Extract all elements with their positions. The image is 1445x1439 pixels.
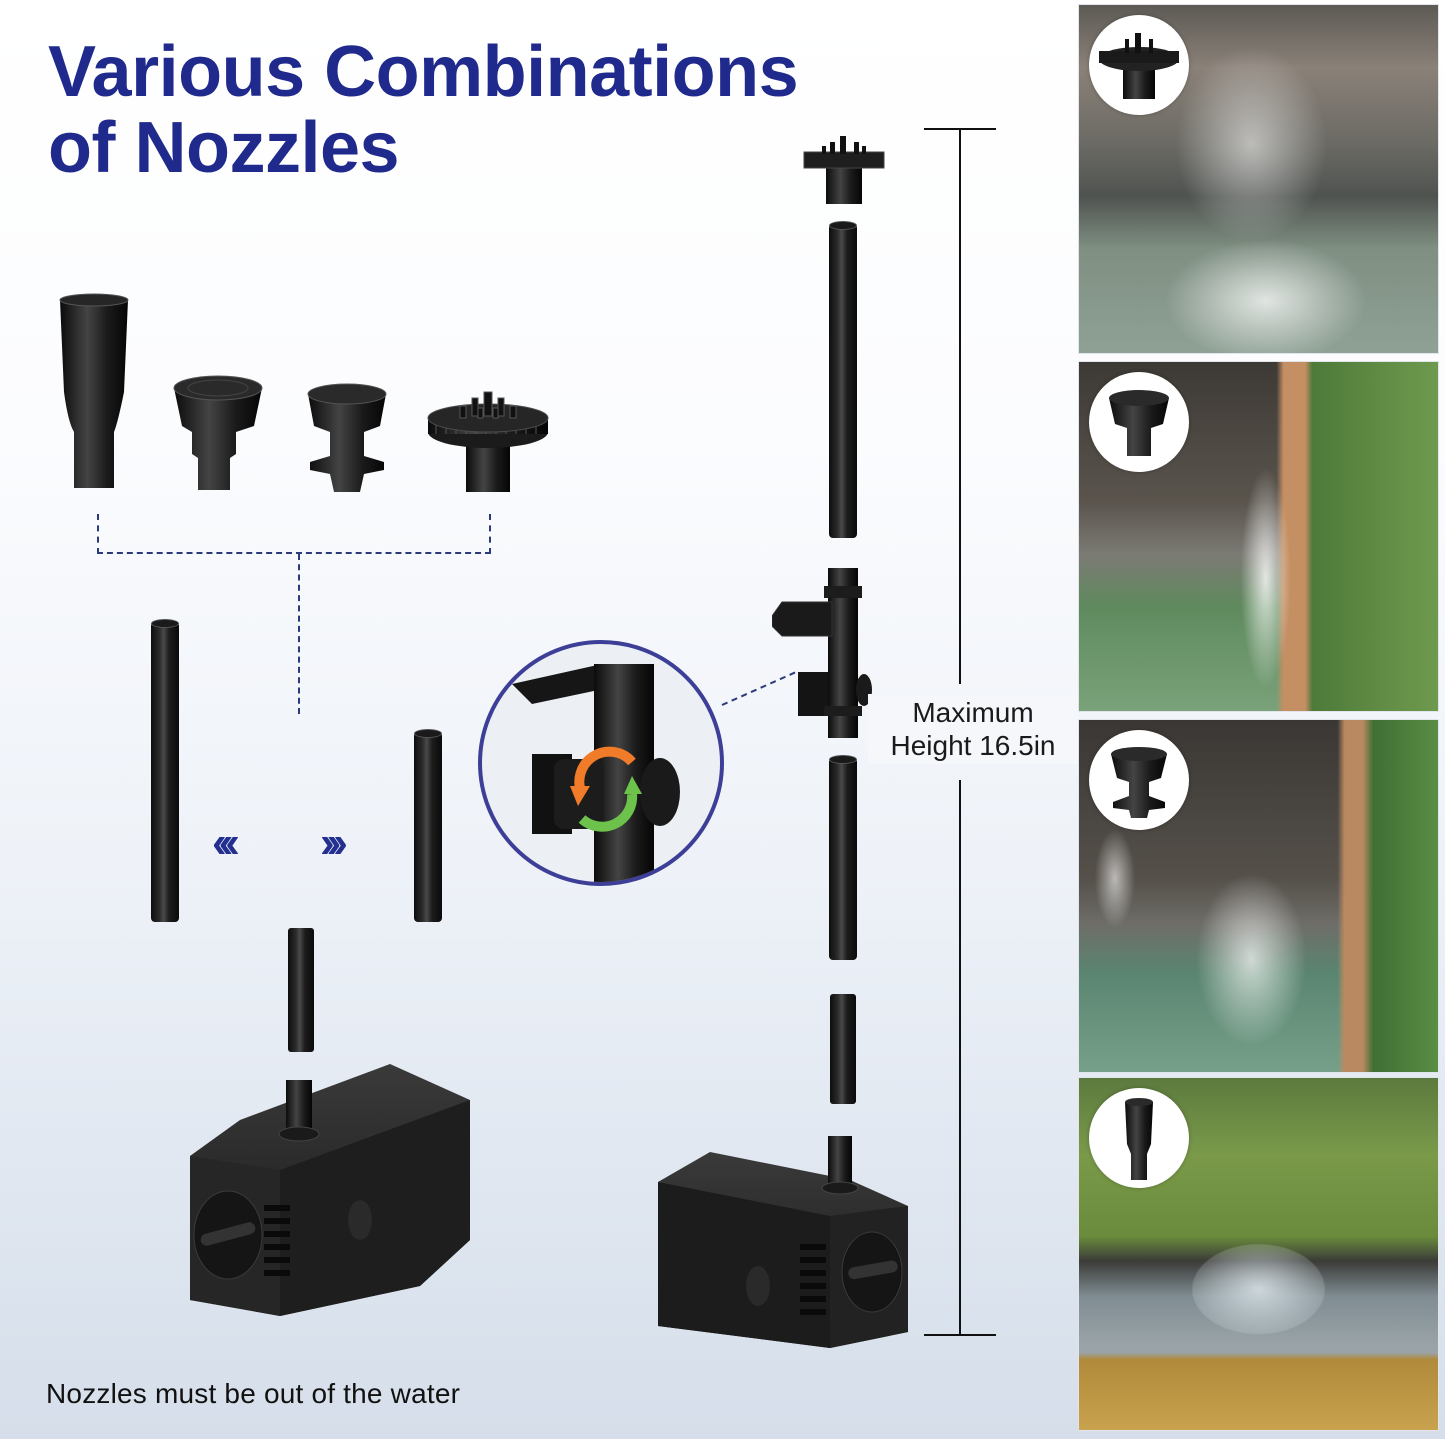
nozzle-flanged-cap (304, 382, 390, 494)
max-height-line-1: Maximum (912, 697, 1034, 728)
pump-icon (658, 1136, 908, 1348)
max-height-label: Maximum Height 16.5in (868, 694, 1078, 764)
height-measure-line-upper (959, 128, 961, 684)
connector-stem (298, 554, 300, 714)
long-extension-tube (151, 619, 179, 922)
flat-cap-nozzle-icon (173, 375, 263, 490)
nozzle-badge-gear (1089, 15, 1189, 115)
lower-extension-tube (829, 755, 857, 960)
submersible-pump-right (650, 1136, 910, 1350)
multi-spray-gear-nozzle-icon (427, 391, 549, 492)
max-height-line-2: Height 16.5in (890, 730, 1056, 761)
nozzle-multi-spray-gear (426, 386, 550, 494)
top-gear-nozzle (802, 136, 886, 206)
nozzle-badge-flanged-cap (1089, 730, 1189, 830)
valve-detail-circle (478, 640, 724, 886)
pump-icon (190, 1064, 470, 1316)
nozzle-badge-straight-jet (1089, 1088, 1189, 1188)
straight-jet-nozzle-icon (59, 293, 129, 488)
footnote-text: Nozzles must be out of the water (46, 1378, 461, 1409)
straight-jet-nozzle-icon (1125, 1098, 1153, 1180)
connector-right-leg (489, 514, 491, 554)
connector-left-leg (97, 514, 99, 554)
flat-cap-nozzle-icon (1109, 390, 1169, 456)
flanged-cap-nozzle-icon (1111, 747, 1167, 818)
flanged-cap-nozzle-icon (307, 383, 387, 492)
title-line-2: of Nozzles (48, 108, 400, 188)
flow-valve-detail-icon (512, 664, 680, 882)
upper-extension-tube (829, 221, 857, 538)
short-extension-tube (414, 729, 442, 922)
height-measure-bottom-tick (924, 1334, 996, 1336)
nozzle-flat-cap (172, 374, 264, 492)
title-line-1: Various Combinations (48, 32, 799, 112)
photo-fan-spray (1078, 719, 1439, 1073)
multi-spray-gear-nozzle-icon (803, 136, 885, 204)
photo-wide-spray (1078, 4, 1439, 354)
height-measure-line-lower (959, 780, 961, 1336)
adapter-connector-left (288, 928, 314, 1052)
flow-control-valve (771, 566, 872, 742)
nozzle-straight-jet (58, 292, 130, 490)
arrows-right-icon: ››› (320, 818, 348, 867)
photo-dome-fountain (1078, 1077, 1439, 1431)
connector-bar (97, 552, 491, 554)
page-title: Various Combinations of Nozzles (48, 34, 868, 186)
multi-spray-gear-nozzle-icon (1099, 33, 1179, 99)
nozzle-badge-flat-cap (1089, 372, 1189, 472)
submersible-pump-left (180, 1060, 472, 1318)
photo-narrow-spray (1078, 361, 1439, 712)
arrows-left-icon: ‹‹‹ (212, 818, 240, 867)
adapter-connector-right (830, 994, 856, 1104)
valve-icon (771, 568, 872, 738)
